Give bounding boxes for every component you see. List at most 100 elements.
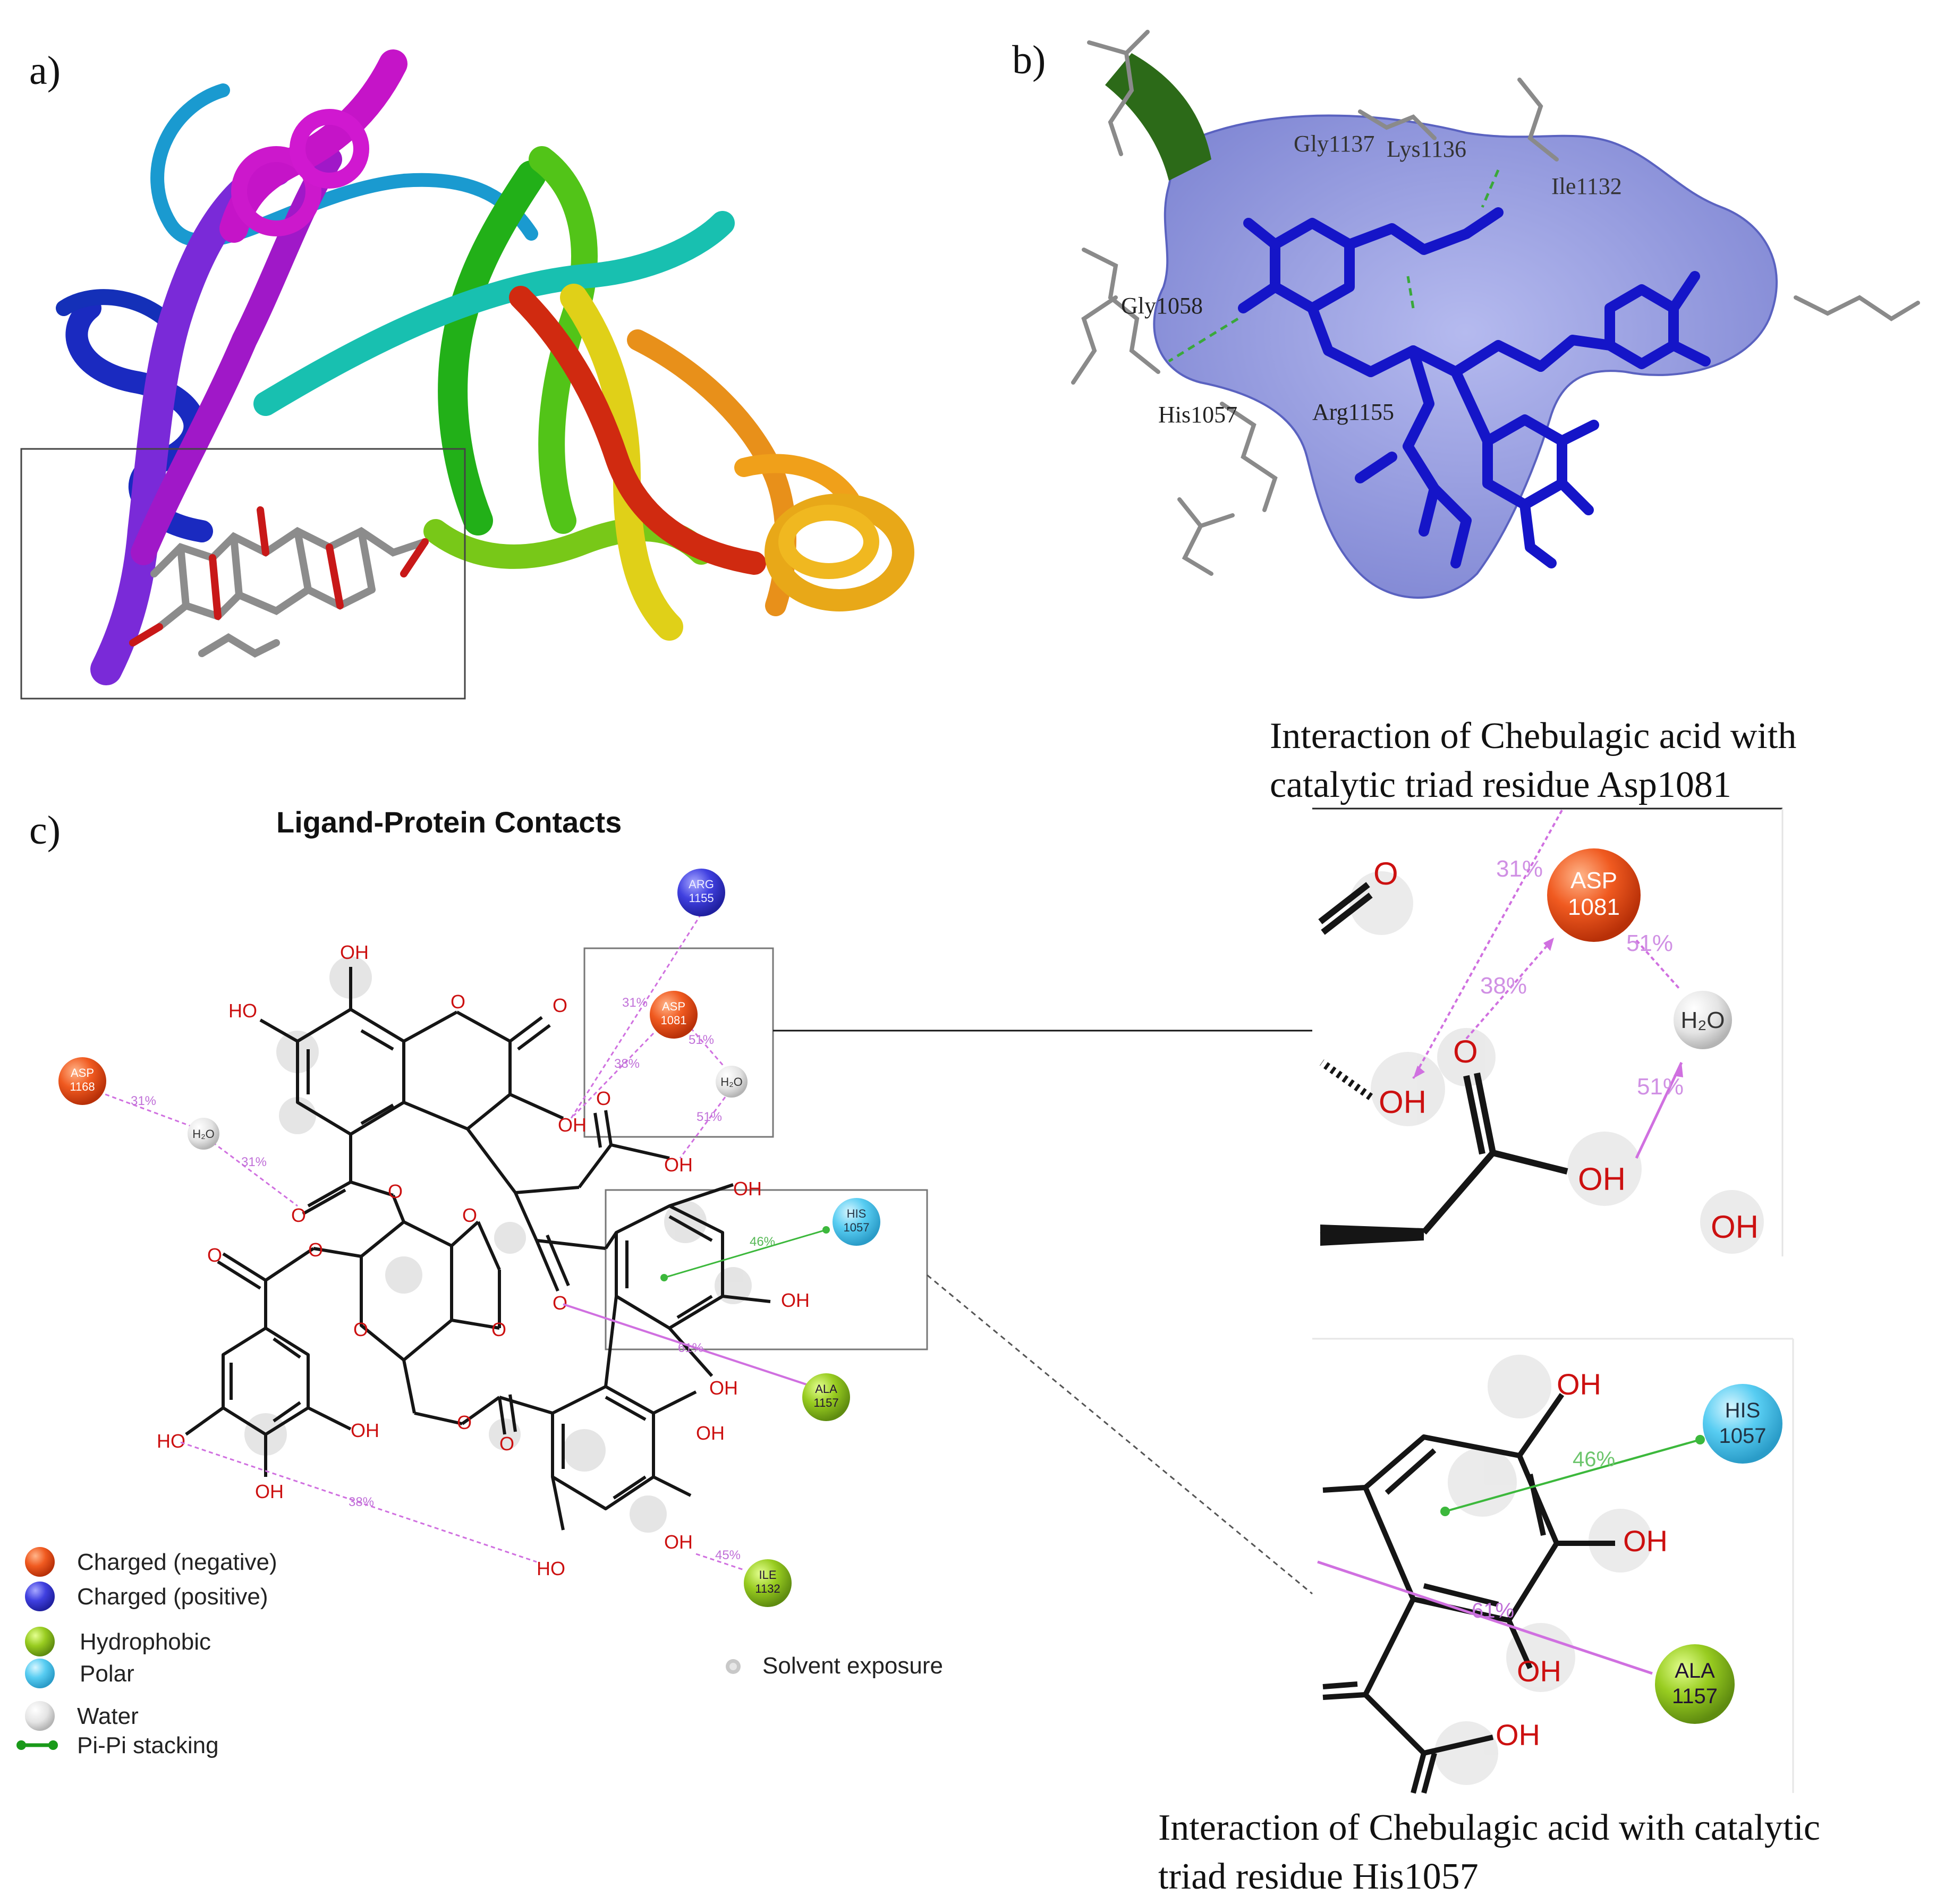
callout-asp1081: O OH O OH OH 31% 38% 51% 51% AS — [1312, 808, 1784, 1256]
svg-text:Charged (negative): Charged (negative) — [77, 1549, 277, 1575]
his-callout-pct-61: 61% — [1472, 1599, 1514, 1622]
atom-o: O — [207, 1244, 222, 1266]
panel-b-hbonds — [1168, 169, 1500, 363]
atom-oh: OH — [696, 1422, 725, 1444]
svg-text:Solvent exposure: Solvent exposure — [762, 1653, 943, 1679]
his-caption-line2: triad residue His1057 — [1158, 1856, 1479, 1897]
callout-atom-o: O — [1453, 1034, 1478, 1069]
panel-c-label: c) — [29, 808, 61, 853]
pipi-ring-center — [660, 1274, 668, 1281]
his-caption: Interaction of Chebulagic acid with cata… — [1158, 1804, 1820, 1901]
callout-atom-oh: OH — [1578, 1161, 1626, 1197]
pct-water-o: 31% — [241, 1155, 267, 1169]
pct-asp1168-water: 31% — [131, 1094, 156, 1108]
svg-text:1081: 1081 — [661, 1014, 687, 1027]
his-callout-atom-oh: OH — [1623, 1524, 1668, 1558]
svg-text:ILE: ILE — [759, 1568, 776, 1582]
molecule-skeleton — [185, 967, 771, 1531]
atom-o: O — [291, 1204, 306, 1226]
asp-caption: Interaction of Chebulagic acid with cata… — [1270, 712, 1796, 810]
zoom-box-asp — [583, 947, 774, 1138]
atom-labels: OH HO O O OH O OH O O O O O O O O O O OH… — [157, 941, 810, 1579]
his-callout-atom-oh: OH — [1557, 1367, 1601, 1401]
svg-text:Hydrophobic: Hydrophobic — [80, 1629, 211, 1655]
legend-hydrophobic: Hydrophobic — [25, 1627, 211, 1656]
atom-o: O — [553, 994, 567, 1016]
ala-callout-name: ALA — [1675, 1659, 1715, 1682]
panel-a-label: a) — [29, 48, 61, 93]
panel-b-res-ile1132: Ile1132 — [1551, 173, 1622, 199]
callout-asp-num: 1081 — [1568, 894, 1620, 920]
panel-a-ligand-sticks — [129, 506, 429, 658]
his-callout-atom-oh: OH — [1496, 1718, 1540, 1752]
panel-b-res-his1057: His1057 — [1158, 402, 1237, 428]
panel-a-zoom-box — [20, 448, 466, 700]
his-callout-name: HIS — [1725, 1399, 1761, 1422]
atom-o: O — [491, 1319, 506, 1340]
svg-text:1168: 1168 — [70, 1080, 95, 1093]
svg-text:ASP: ASP — [71, 1066, 94, 1080]
atom-o: O — [308, 1239, 323, 1261]
atom-o: O — [596, 1087, 611, 1109]
svg-text:H₂O: H₂O — [720, 1075, 743, 1089]
atom-oh: OH — [664, 1531, 693, 1553]
his-caption-line1: Interaction of Chebulagic acid with cata… — [1158, 1807, 1820, 1848]
pipi-end — [822, 1226, 830, 1234]
callout-atom-oh: OH — [1379, 1084, 1426, 1120]
panel-a-protein-ribbon — [56, 49, 914, 685]
legend-pipi: Pi-Pi stacking — [16, 1732, 219, 1758]
atom-oh: OH — [255, 1481, 284, 1502]
atom-o: O — [553, 1292, 567, 1314]
atom-ho: HO — [228, 1000, 257, 1022]
pct-ala1157: 61% — [678, 1341, 703, 1355]
legend-polar: Polar — [25, 1659, 134, 1688]
asp-caption-line2: catalytic triad residue Asp1081 — [1270, 764, 1731, 805]
svg-text:1132: 1132 — [755, 1582, 780, 1595]
callout-asp-pct-51a: 51% — [1626, 930, 1673, 956]
svg-text:1157: 1157 — [813, 1396, 838, 1409]
atom-o: O — [451, 991, 465, 1013]
svg-text:Polar: Polar — [80, 1661, 134, 1687]
panel-b-res-arg1155: Arg1155 — [1312, 399, 1394, 425]
atom-oh: OH — [340, 941, 369, 963]
atom-o: O — [388, 1180, 403, 1202]
callout-asp-water: H₂O — [1680, 1007, 1725, 1033]
interaction-percent-labels: 31% 38% 51% 51% 31% 31% 46% 61% 38% 45% — [131, 996, 775, 1562]
legend-solvent: Solvent exposure — [726, 1653, 943, 1679]
panel-b-res-lys1136: Lys1136 — [1387, 136, 1466, 162]
callout-asp-pct-38: 38% — [1480, 973, 1527, 999]
callout-asp-pct-31: 31% — [1496, 856, 1543, 882]
pipi-line — [664, 1229, 827, 1279]
residue-ala1157: ALA 1157 — [802, 1373, 850, 1421]
atom-o: O — [499, 1433, 514, 1455]
svg-text:Pi-Pi stacking: Pi-Pi stacking — [77, 1732, 219, 1758]
his-callout-num: 1057 — [1719, 1424, 1767, 1448]
svg-text:1057: 1057 — [844, 1221, 870, 1234]
atom-oh: OH — [781, 1289, 810, 1311]
callout-atom-o: O — [1373, 856, 1398, 891]
water-node-left: H₂O — [188, 1118, 219, 1150]
residue-nodes: ARG 1155 ASP 1081 ASP 1168 HIS 1057 — [58, 869, 880, 1607]
residue-asp1081: ASP 1081 — [650, 991, 698, 1039]
atom-ho: HO — [537, 1558, 565, 1579]
svg-text:Charged (positive): Charged (positive) — [77, 1584, 268, 1610]
panel-b-residue-sticks — [1071, 30, 1920, 576]
atom-ho: HO — [157, 1430, 185, 1452]
zoom-box-his — [605, 1189, 928, 1350]
svg-text:Water: Water — [77, 1703, 139, 1729]
atom-oh: OH — [709, 1377, 738, 1399]
water-node-right: H₂O — [716, 1066, 748, 1098]
panel-b-ligand — [1238, 207, 1711, 568]
panel-b-binding-pocket: Gly1137 Lys1136 Ile1132 Gly1058 His1057 … — [1071, 30, 1920, 599]
his-callout-atom-oh: OH — [1517, 1654, 1561, 1688]
callout-atom-oh: OH — [1711, 1209, 1759, 1245]
svg-text:H₂O: H₂O — [192, 1127, 215, 1141]
svg-text:ALA: ALA — [815, 1382, 837, 1396]
svg-text:1155: 1155 — [689, 891, 714, 905]
residue-his1057: HIS 1057 — [833, 1198, 880, 1246]
panel-c-title: Ligand-Protein Contacts — [276, 805, 622, 839]
legend-negative: Charged (negative) — [25, 1547, 277, 1577]
atom-oh: OH — [733, 1178, 762, 1200]
pct-asp1081-water: 51% — [689, 1033, 714, 1047]
callout-his1057: OH OH OH OH 46% 61% HIS 1057 ALA 1157 — [1312, 1338, 1794, 1794]
